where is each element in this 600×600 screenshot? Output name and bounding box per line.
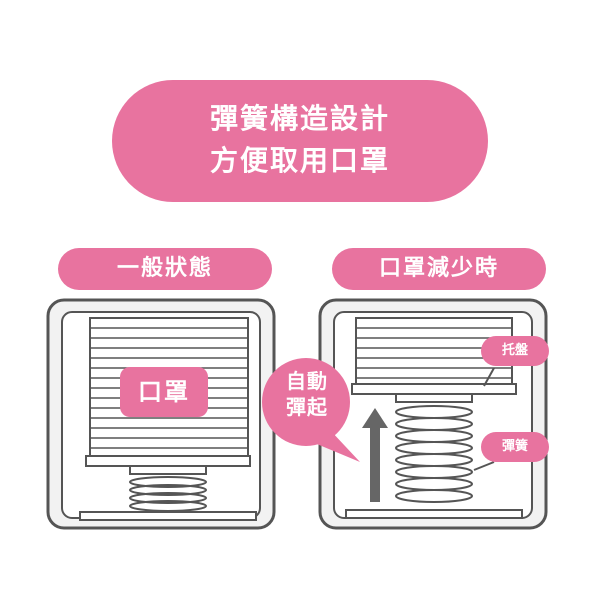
label-reduced-state: 口罩減少時	[332, 248, 546, 290]
mask-label: 口罩	[120, 367, 208, 417]
title-line-2: 方便取用口罩	[209, 144, 390, 177]
tray-normal	[85, 455, 251, 467]
spring-reduced	[395, 405, 473, 503]
tray-tag: 托盤	[481, 336, 549, 366]
mask-stack-normal	[89, 317, 249, 461]
up-arrow-icon	[362, 408, 388, 502]
tray-reduced	[351, 383, 517, 395]
box-reduced	[318, 298, 548, 530]
bubble-line-1: 自動	[286, 369, 328, 393]
title-banner: 彈簧構造設計 方便取用口罩	[112, 80, 488, 202]
label-normal-state: 一般狀態	[58, 248, 272, 290]
spring-tag: 彈簧	[481, 432, 549, 462]
speech-bubble	[262, 358, 360, 462]
bubble-line-2: 彈起	[286, 395, 328, 419]
bubble-text: 自動 彈起	[268, 368, 346, 420]
title-line-1: 彈簧構造設計	[209, 102, 390, 135]
